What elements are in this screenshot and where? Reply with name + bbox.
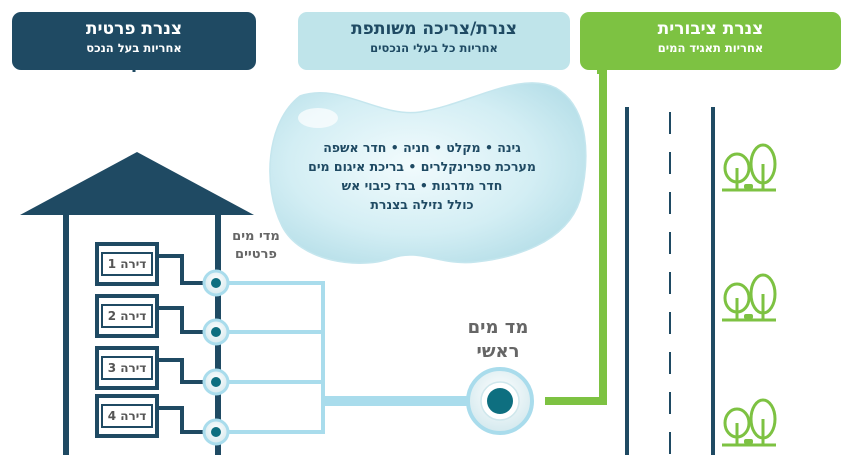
main-meter-label-line2: ראשי: [476, 341, 520, 362]
private-meters-label-line1: מדי מים: [232, 229, 280, 244]
main-meter-label: מד מים ראשי: [450, 316, 546, 364]
private-pipes-header: צנרת פרטית אחריות בעל הנכס: [12, 12, 256, 70]
drop-highlight: [298, 108, 338, 128]
water-drop-icon: [269, 82, 587, 264]
tree-icon: [722, 143, 777, 192]
shared-pipes-header: צנרת/צריכה משותפת אחריות כל בעלי הנכסים: [298, 12, 570, 70]
shared-usage-list: גינה • מקלט • חניה • חדר אשפה מערכת ספרי…: [270, 138, 574, 214]
shared-usage-line: גינה • מקלט • חניה • חדר אשפה: [323, 140, 521, 155]
private-meters-label: מדי מים פרטיים: [216, 228, 296, 264]
tree-icon: [722, 273, 777, 322]
public-pipes-header: צנרת ציבורית אחריות תאגיד המים: [580, 12, 841, 70]
main-meter-label-line1: מד מים: [467, 317, 529, 338]
apartment-3-label: דירה 3: [107, 361, 147, 375]
private-meter-icons: [202, 269, 230, 446]
public-pipe: [545, 66, 607, 405]
shared-usage-line: חדר מדרגות • ברז כיבוי אש: [341, 178, 503, 193]
tree-icon: [722, 398, 777, 447]
shared-pipes: [226, 281, 325, 434]
road-icon: [625, 107, 715, 455]
apartment-label-frames: [101, 252, 153, 428]
water-meter-icon: [466, 367, 534, 435]
shared-usage-line: כולל נזילה בצנרת: [370, 197, 474, 212]
apartment-1-label: דירה 1: [107, 257, 147, 271]
private-header-title: צנרת פרטית: [85, 19, 183, 39]
shared-header-title: צנרת/צריכה משותפת: [351, 19, 517, 39]
public-header-title: צנרת ציבורית: [657, 19, 764, 39]
private-meters-label-line2: פרטיים: [235, 247, 277, 262]
private-header-subtitle: אחריות בעל הנכס: [86, 41, 182, 55]
apartment-4-label: דירה 4: [107, 409, 147, 423]
shared-usage-line: מערכת ספרינקלרים • בריכת איגום מים: [308, 159, 536, 174]
apartment-connectors: [157, 254, 214, 434]
main-supply-pipe: [323, 396, 470, 406]
apartment-2-label: דירה 2: [107, 309, 147, 323]
public-header-subtitle: אחריות תאגיד המים: [657, 41, 764, 55]
shared-header-subtitle: אחריות כל בעלי הנכסים: [370, 41, 498, 55]
